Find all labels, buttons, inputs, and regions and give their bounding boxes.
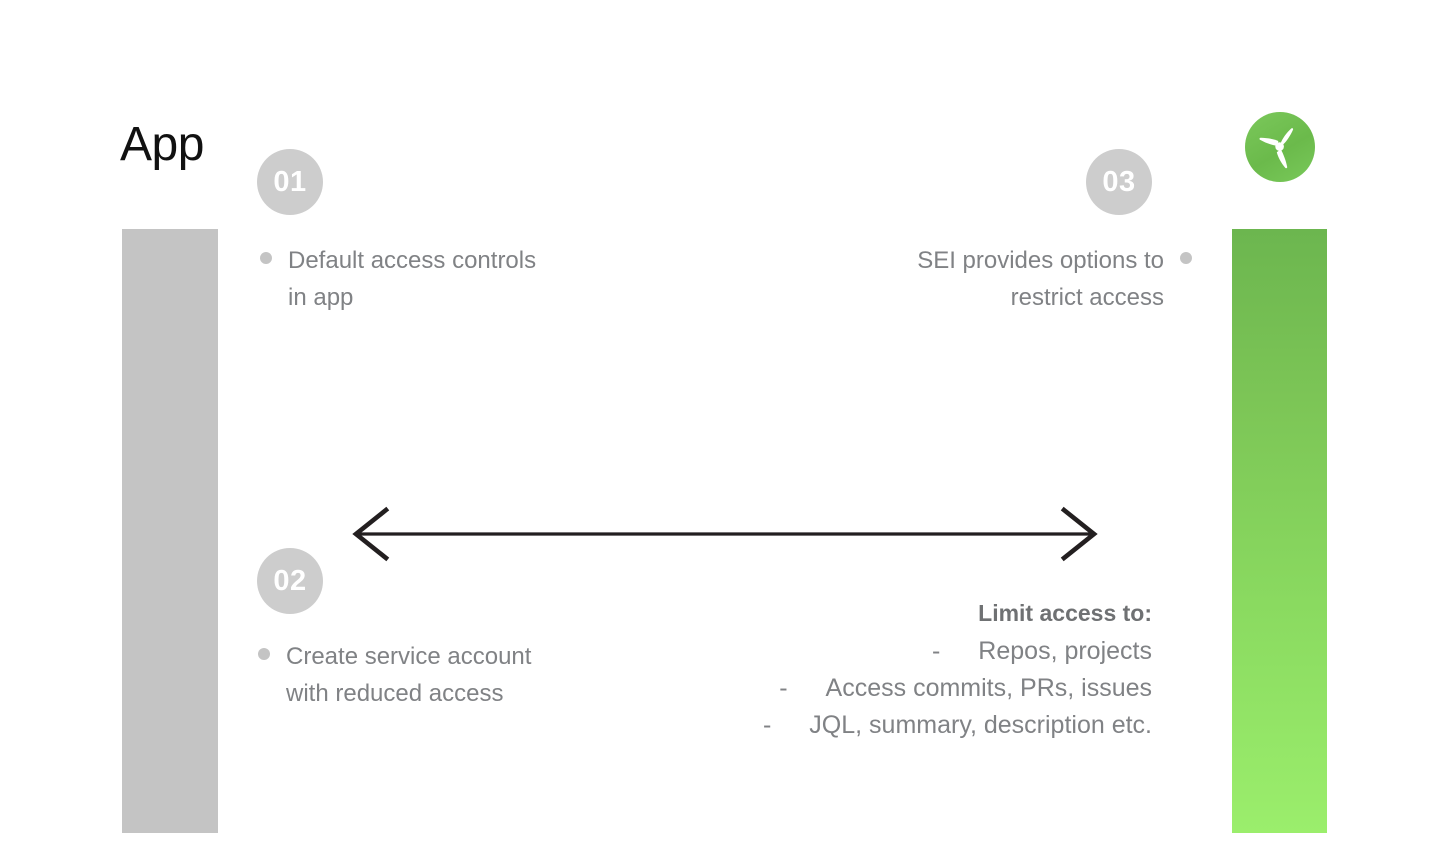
limit-access-block: Limit access to: - Repos, projects - Acces… [600, 598, 1152, 744]
limit-access-item-label: JQL, summary, description etc. [809, 711, 1152, 739]
harness-propeller-logo-icon [1245, 112, 1315, 182]
list-dash: - [779, 674, 788, 702]
limit-access-heading: Limit access to: [978, 600, 1152, 626]
step-01-text-block: Default access controls in app [260, 242, 560, 316]
limit-access-item: - JQL, summary, description etc. [600, 707, 1152, 744]
left-gray-bar [122, 229, 218, 833]
bullet-dot-icon [1180, 252, 1192, 264]
step-02-label: Create service account with reduced acce… [286, 643, 532, 707]
limit-access-item: - Repos, projects [600, 633, 1152, 670]
limit-access-item: - Access commits, PRs, issues [600, 670, 1152, 707]
right-green-gradient-bar [1232, 229, 1327, 833]
step-01-label: Default access controls in app [288, 247, 537, 311]
bullet-dot-icon [258, 648, 270, 660]
step-02-text-block: Create service account with reduced acce… [258, 638, 558, 712]
limit-access-item-label: Repos, projects [978, 637, 1152, 665]
list-dash: - [762, 711, 772, 739]
step-03-label: SEI provides options to restrict access [917, 247, 1164, 311]
step-badge-02: 02 [257, 548, 323, 614]
page-title: App [120, 118, 204, 171]
list-dash: - [931, 637, 941, 665]
double-headed-arrow-icon [350, 506, 1100, 562]
step-badge-03: 03 [1086, 149, 1152, 215]
step-03-text-block: SEI provides options to restrict access [900, 242, 1192, 316]
step-badge-01: 01 [257, 149, 323, 215]
bullet-dot-icon [260, 252, 272, 264]
limit-access-item-label: Access commits, PRs, issues [825, 674, 1152, 702]
